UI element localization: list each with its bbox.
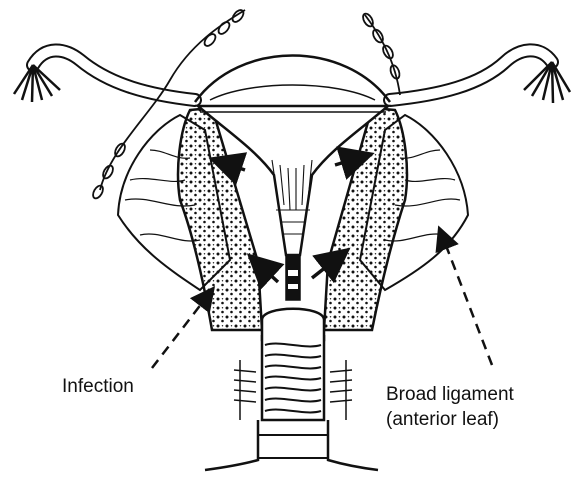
right-fimbriae — [524, 62, 570, 103]
infection-label: Infection — [62, 375, 134, 399]
right-ovarian-ligament — [361, 12, 401, 95]
infection-leader-line — [152, 290, 212, 368]
vaginal-opening — [205, 420, 378, 470]
left-fimbriae — [14, 65, 60, 102]
anterior-leaf-label: (anterior leaf) — [386, 408, 499, 432]
broad-ligament-label: Broad ligament — [386, 383, 514, 407]
cervical-canal — [286, 255, 300, 300]
broad-ligament-leader-line — [440, 230, 492, 365]
